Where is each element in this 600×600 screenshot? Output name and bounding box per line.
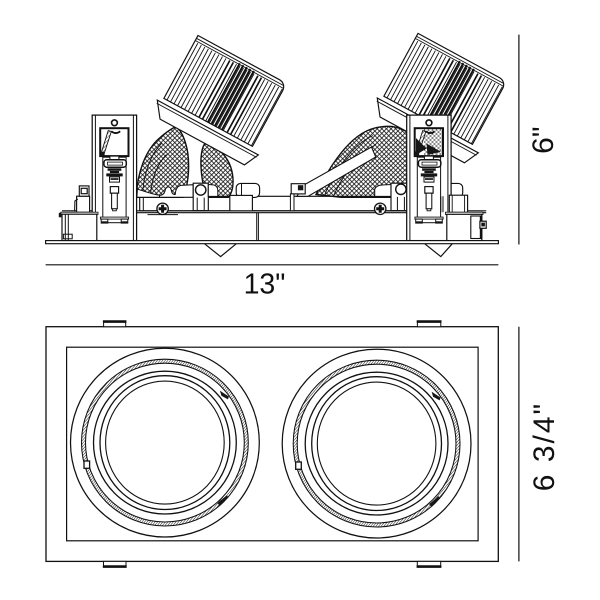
svg-text:6": 6" [527,127,560,154]
svg-text:13": 13" [244,269,286,301]
svg-text:6 3/4": 6 3/4" [528,402,561,491]
